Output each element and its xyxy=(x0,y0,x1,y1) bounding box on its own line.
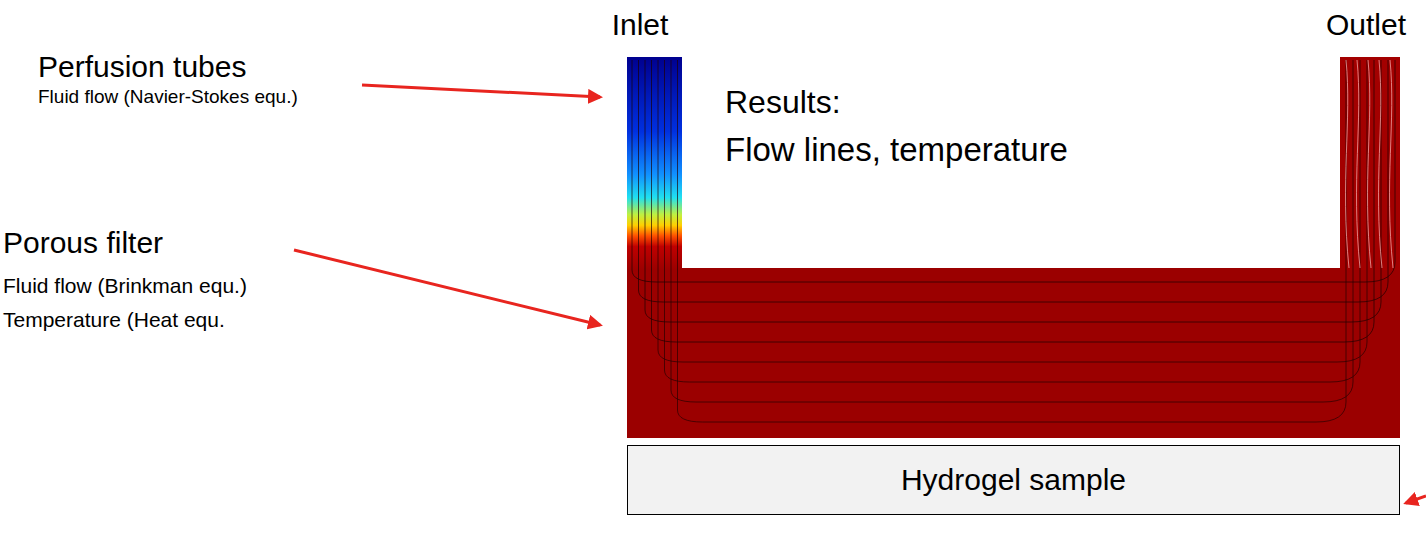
leader-arrow xyxy=(294,250,600,325)
part-label: Outlet xyxy=(1326,8,1406,43)
part-label: Flow lines, temperature xyxy=(725,131,1068,169)
flow-line xyxy=(645,60,1381,322)
outlet-streamline xyxy=(1379,60,1382,268)
leader-arrow xyxy=(1406,496,1426,503)
part-label: Temperature (Heat equ. xyxy=(3,308,225,332)
part-label: Perfusion tubes xyxy=(38,50,246,85)
part-label: Fluid flow (Brinkman equ.) xyxy=(3,274,247,298)
flow-line xyxy=(658,60,1367,362)
part-label: Results: xyxy=(725,84,841,121)
part-label: Porous filter xyxy=(3,226,163,261)
outlet-tube xyxy=(1340,57,1400,270)
flow-lines xyxy=(632,60,1395,422)
flow-line xyxy=(678,60,1347,422)
flow-line xyxy=(639,60,1389,302)
flow-line xyxy=(632,60,1395,282)
sample-box: Hydrogel sample xyxy=(627,445,1400,515)
node-text: Hydrogel sample xyxy=(901,463,1126,497)
inlet-tube xyxy=(627,57,682,270)
flow-line xyxy=(652,60,1375,342)
leader-arrow xyxy=(362,85,600,97)
flow-line xyxy=(665,60,1361,382)
outlet-streamline xyxy=(1368,60,1371,268)
part-label: Inlet xyxy=(612,8,669,43)
outlet-streamline xyxy=(1390,60,1393,268)
outlet-streamline xyxy=(1346,60,1349,268)
porous-filter xyxy=(627,268,1400,438)
outlet-streamline xyxy=(1357,60,1360,268)
flow-line xyxy=(671,60,1353,402)
part-label: Fluid flow (Navier-Stokes equ.) xyxy=(38,86,298,108)
